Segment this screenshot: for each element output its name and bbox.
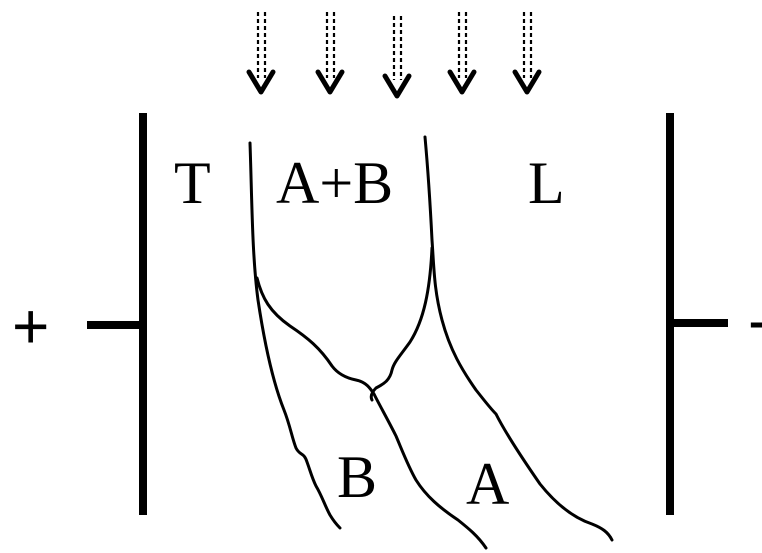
boundary-b-rear bbox=[255, 276, 488, 550]
positive-electrode bbox=[87, 113, 147, 515]
sample-arrow-2 bbox=[315, 12, 345, 95]
sample-arrow-5 bbox=[512, 12, 542, 95]
negative-terminal-label: - bbox=[748, 284, 762, 356]
positive-terminal-label: + bbox=[12, 290, 49, 362]
sample-arrow-3 bbox=[382, 16, 412, 99]
sample-arrow-4 bbox=[447, 12, 477, 95]
sample-arrows bbox=[246, 12, 542, 99]
band-label-a: A bbox=[466, 451, 509, 517]
boundary-a-front bbox=[423, 135, 614, 542]
region-label-l: L bbox=[528, 150, 565, 216]
boundary-a-rear bbox=[369, 246, 434, 402]
boundary-t-front bbox=[248, 141, 342, 530]
sample-arrow-1 bbox=[246, 12, 276, 95]
band-label-b: B bbox=[337, 444, 377, 510]
negative-electrode bbox=[666, 113, 728, 515]
region-label-a-plus-b: A+B bbox=[276, 150, 393, 216]
separation-boundaries bbox=[248, 135, 614, 550]
region-label-t: T bbox=[174, 150, 211, 216]
